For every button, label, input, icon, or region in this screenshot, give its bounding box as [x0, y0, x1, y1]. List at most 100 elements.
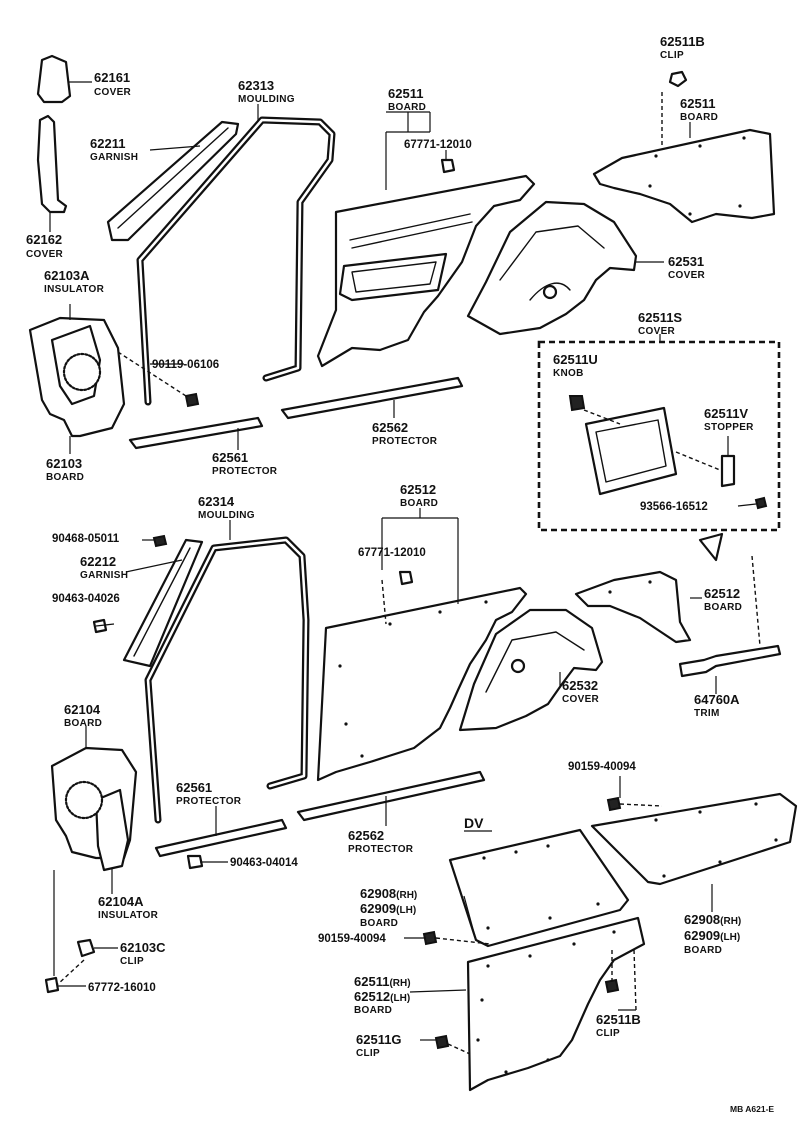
label-62103A-pn: 62103A [44, 268, 90, 283]
label-62511V-pn: 62511V [704, 406, 748, 421]
label-62104-desc: BOARD [64, 718, 102, 729]
garnish-62211-edge [117, 127, 229, 229]
part-90468-05011-clip [152, 534, 168, 548]
cover-62531-detail [529, 282, 571, 301]
part-67771-12010-clip-b [398, 570, 414, 586]
part-62532-cover [458, 608, 604, 732]
label-62908-right-line1: 62908(RH) [684, 912, 741, 927]
group-62511S-box [537, 340, 781, 532]
label-62211-pn: 62211 [90, 136, 125, 151]
label-62908-right-line2: 62909(LH) [684, 928, 740, 943]
leader-lines [49, 81, 761, 1055]
label-90159-a: 90159-40094 [568, 761, 636, 773]
label-62511B-dv-desc: CLIP [596, 1028, 620, 1039]
part-67771-12010-clip-a [440, 158, 456, 174]
label-62511U-desc: KNOB [553, 368, 584, 379]
label-62104A-desc: INSULATOR [98, 910, 159, 921]
label-62512-right-pn: 62512 [704, 586, 740, 601]
part-62511-board-dv [466, 916, 646, 1092]
label-62211-desc: GARNISH [90, 152, 138, 163]
label-62511-right-desc: BOARD [680, 112, 718, 123]
label-62562-b-desc: PROTECTOR [348, 844, 414, 855]
part-90463-04014-clip [186, 854, 204, 870]
label-62162-desc: COVER [26, 249, 64, 260]
part-62511G-clip [434, 1034, 450, 1050]
label-62511B-dv-pn: 62511B [596, 1012, 641, 1027]
label-62104A-pn: 62104A [98, 894, 144, 909]
label-dv: DV [464, 815, 484, 831]
part-67772-16010-clip [44, 976, 60, 994]
cover-62532-arch [485, 631, 585, 693]
label-64760A-desc: TRIM [694, 708, 720, 719]
label-62511S-desc: COVER [638, 326, 676, 337]
part-93566-16512-screw [754, 496, 768, 510]
label-62103C-pn: 62103C [120, 940, 166, 955]
label-90463-a: 90463-04026 [52, 593, 120, 605]
part-62211-garnish [106, 120, 240, 242]
part-62511U-knob [568, 395, 586, 412]
label-62313-desc: MOULDING [238, 94, 295, 105]
board-62511-upper-trim-line2 [351, 221, 473, 249]
label-62561-b-pn: 62561 [176, 780, 212, 795]
label-62908-right-desc: BOARD [684, 945, 722, 956]
label-90119: 90119-06106 [152, 359, 219, 371]
label-62161-desc: COVER [94, 87, 132, 98]
label-62511-top-pn: 62511 [388, 86, 423, 101]
label-64760A-pn: 64760A [694, 692, 740, 707]
board-62511-pocket [338, 252, 448, 302]
label-62161-pn: 62161 [94, 70, 130, 85]
label-62511U-pn: 62511U [553, 352, 598, 367]
label-90159-b: 90159-40094 [318, 933, 386, 945]
label-62512-top-desc: BOARD [400, 498, 438, 509]
label-62532-pn: 62532 [562, 678, 598, 693]
label-62908-left-line1: 62908(RH) [360, 886, 417, 901]
label-62908-left-desc: BOARD [360, 918, 398, 929]
cover-62511S-inner [595, 419, 667, 483]
label-62103C-desc: CLIP [120, 956, 144, 967]
label-62531-pn: 62531 [668, 254, 704, 269]
label-62561-a-desc: PROTECTOR [212, 466, 278, 477]
label-62103-pn: 62103 [46, 456, 82, 471]
label-62562-b-pn: 62562 [348, 828, 384, 843]
label-62511S-pn: 62511S [638, 310, 682, 325]
label-90468: 90468-05011 [52, 533, 120, 545]
part-62103C-clip [76, 938, 96, 958]
label-93566: 93566-16512 [640, 501, 708, 513]
label-62511B-top-pn: 62511B [660, 34, 705, 49]
cover-62531-arch [499, 225, 605, 281]
part-62512-board-lower [316, 586, 528, 782]
board-62104-speaker-grille [64, 780, 104, 820]
label-90463-b: 90463-04014 [230, 857, 298, 869]
board-62511-upper-trim-line [349, 213, 471, 241]
label-62908-left-line2: 62909(LH) [360, 901, 416, 916]
part-64760A-trim [678, 644, 782, 678]
arrow-down [698, 532, 724, 562]
label-67771-b: 67771-12010 [358, 547, 426, 559]
label-62314-desc: MOULDING [198, 510, 255, 521]
cover-62532-hole [510, 658, 526, 674]
part-62162-cover [36, 114, 68, 214]
insulator-speaker-grille [62, 352, 102, 392]
part-62511B-clip-top [668, 70, 688, 88]
part-62212-garnish [122, 538, 204, 668]
label-62511-dv-line2: 62512(LH) [354, 989, 410, 1004]
cover-62531-hole [542, 284, 558, 300]
label-62314-pn: 62314 [198, 494, 235, 509]
label-62162-pn: 62162 [26, 232, 62, 247]
part-62511V-stopper [720, 454, 736, 488]
label-62512-right-desc: BOARD [704, 602, 742, 613]
moulding-62313-inner [138, 118, 334, 404]
part-62531-cover [466, 200, 638, 336]
board-62511-pocket-inner [351, 261, 437, 293]
label-67771-a: 67771-12010 [404, 139, 472, 151]
label-62511-right-pn: 62511 [680, 96, 715, 111]
part-62161-cover [36, 54, 72, 104]
label-62313-pn: 62313 [238, 78, 274, 93]
part-62561-protector-b [154, 818, 288, 858]
label-62511G-desc: CLIP [356, 1048, 380, 1059]
label-62212-desc: GARNISH [80, 570, 128, 581]
label-62511-dv-desc: BOARD [354, 1005, 392, 1016]
part-62562-protector-a [280, 376, 464, 420]
label-62562-a-desc: PROTECTOR [372, 436, 438, 447]
